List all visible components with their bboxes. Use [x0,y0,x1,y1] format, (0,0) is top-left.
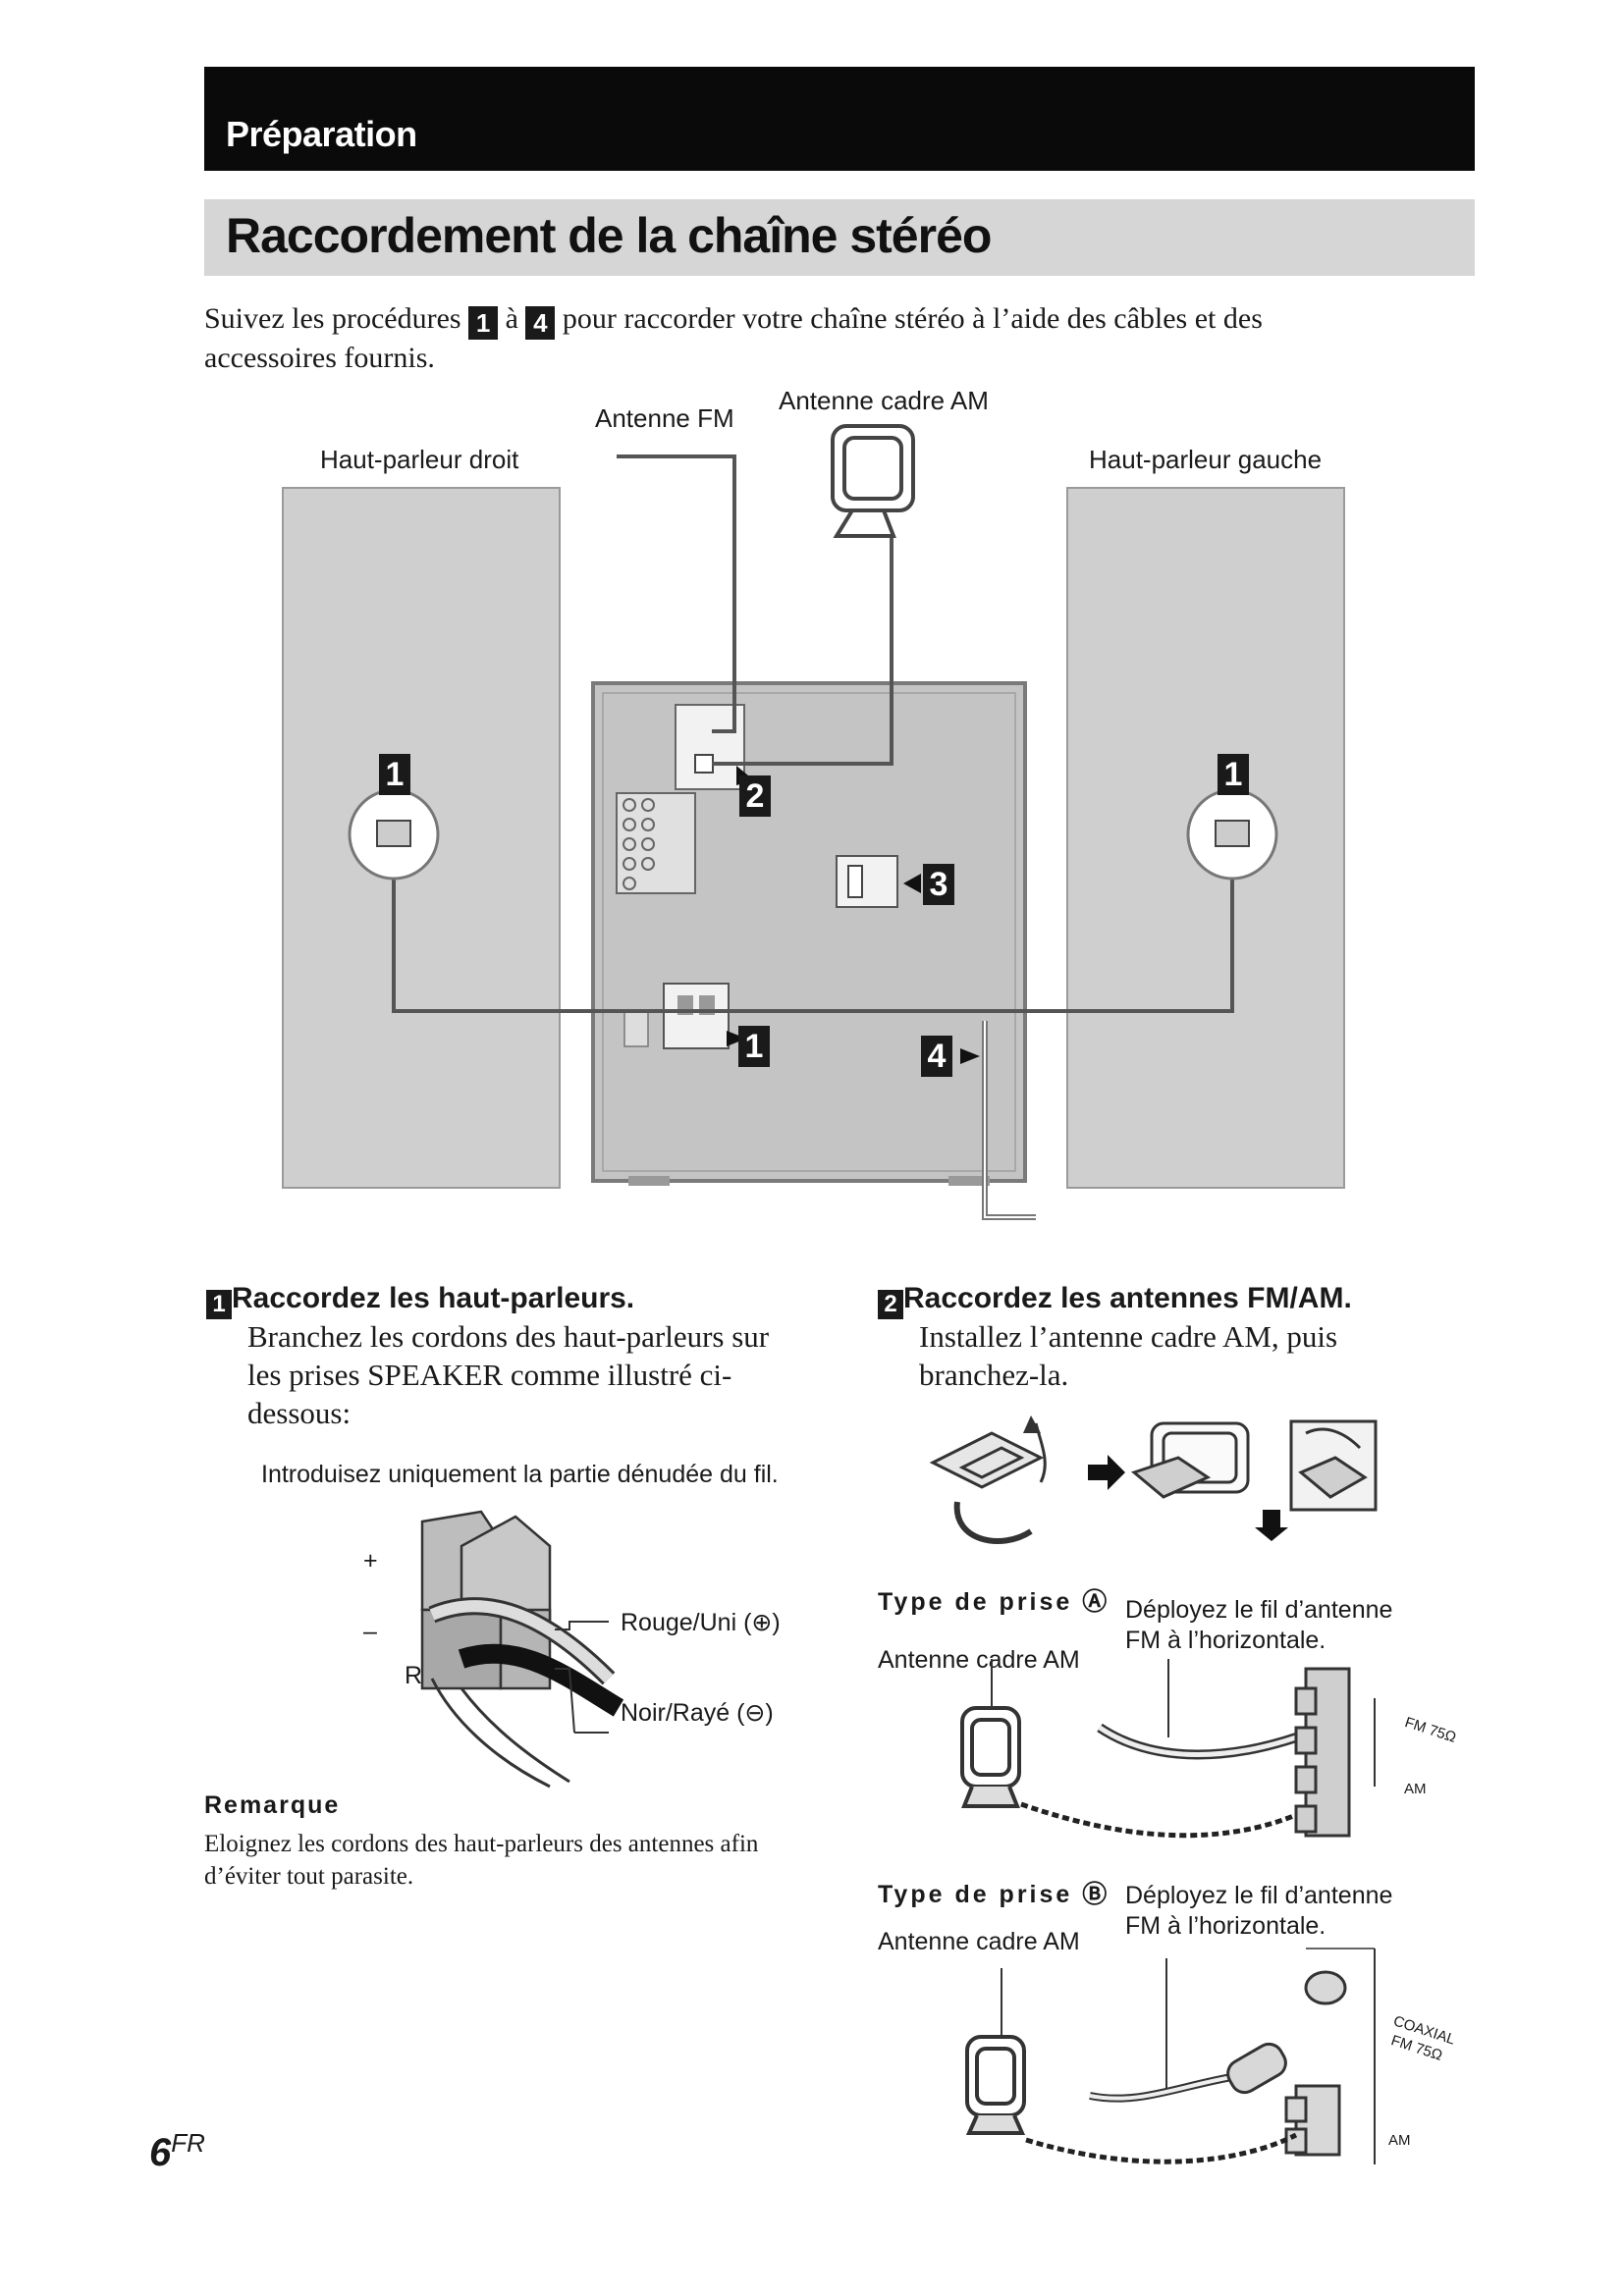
type-a-am-label: AM [1404,1781,1427,1797]
label-antenna-am: Antenne cadre AM [779,386,989,415]
section-header-bar: Préparation [204,67,1475,171]
callout-1-unit: 1 [738,1026,770,1067]
section-title: Préparation [226,114,417,154]
page-title-bar: Raccordement de la chaîne stéréo [204,199,1475,276]
main-unit [591,681,1027,1183]
page-number-value: 6 [149,2131,172,2174]
label-antenna-fm: Antenne FM [595,403,734,433]
step-badge-1: 1 [468,306,499,340]
callout-2-antenna: 2 [739,775,771,817]
intro-text-between: à [505,302,518,335]
mark-r: R [405,1662,423,1689]
am-antenna-assembly-illustration [929,1415,1378,1544]
page-number-suffix: FR [171,2128,205,2158]
type-a-connection-illustration [960,1659,1376,1839]
step2-body: Installez l’antenne cadre AM, puis branc… [919,1319,1338,1392]
step2-badge: 2 [878,1290,903,1319]
type-a-note: Déployez le fil d’antenne FM à l’horizon… [1125,1596,1393,1654]
mark-minus: – [363,1618,377,1645]
voltage-selector [836,855,898,908]
type-b-antenna-label: Antenne cadre AM [878,1928,1080,1955]
type-b-am-label: AM [1388,2132,1411,2149]
callout-3-selector: 3 [923,864,954,905]
label-speaker-right: Haut-parleur droit [320,445,519,474]
callout-1-left-speaker: 1 [1218,754,1249,795]
page-number: 6FR [149,2128,205,2175]
mark-plus: + [363,1547,378,1575]
remark-body: Eloignez les cordons des haut-parleurs d… [204,1831,759,1890]
intro-text-before: Suivez les procédures [204,302,461,335]
speaker-terminal [663,983,730,1049]
step1-heading-text: Raccordez les haut-parleurs. [232,1282,635,1314]
step1-badge: 1 [206,1290,232,1319]
step-badge-4: 4 [525,306,556,340]
label-black-wire: Noir/Rayé (⊖) [621,1699,774,1727]
type-a-label: Type de prise Ⓐ [878,1588,1110,1616]
remark-title: Remarque [204,1791,341,1819]
main-connection-diagram [282,424,1345,1220]
step1-insert-note: Introduisez uniquement la partie dénudée… [261,1461,779,1488]
label-speaker-left: Haut-parleur gauche [1089,445,1323,474]
type-b-connection-illustration [965,1948,1376,2164]
page-title: Raccordement de la chaîne stéréo [226,208,992,263]
audio-jacks [616,792,696,894]
intro-paragraph: Suivez les procédures 1 à 4 pour raccord… [204,300,1382,377]
type-b-note: Déployez le fil d’antenne FM à l’horizon… [1125,1882,1393,1940]
speaker-wire-illustration [420,1510,624,1789]
step1-body: Branchez les cordons des haut-parleurs s… [247,1319,770,1430]
type-b-label: Type de prise Ⓑ [878,1881,1110,1908]
callout-4-power: 4 [921,1036,952,1077]
intro-text-after: pour raccorder votre chaîne stéréo à l’a… [204,302,1263,374]
type-a-antenna-label: Antenne cadre AM [878,1646,1080,1674]
am-loop-antenna [831,424,915,538]
callout-1-right-speaker: 1 [379,754,410,795]
label-red-wire: Rouge/Uni (⊕) [621,1609,781,1636]
step2-heading-text: Raccordez les antennes FM/AM. [903,1282,1352,1314]
